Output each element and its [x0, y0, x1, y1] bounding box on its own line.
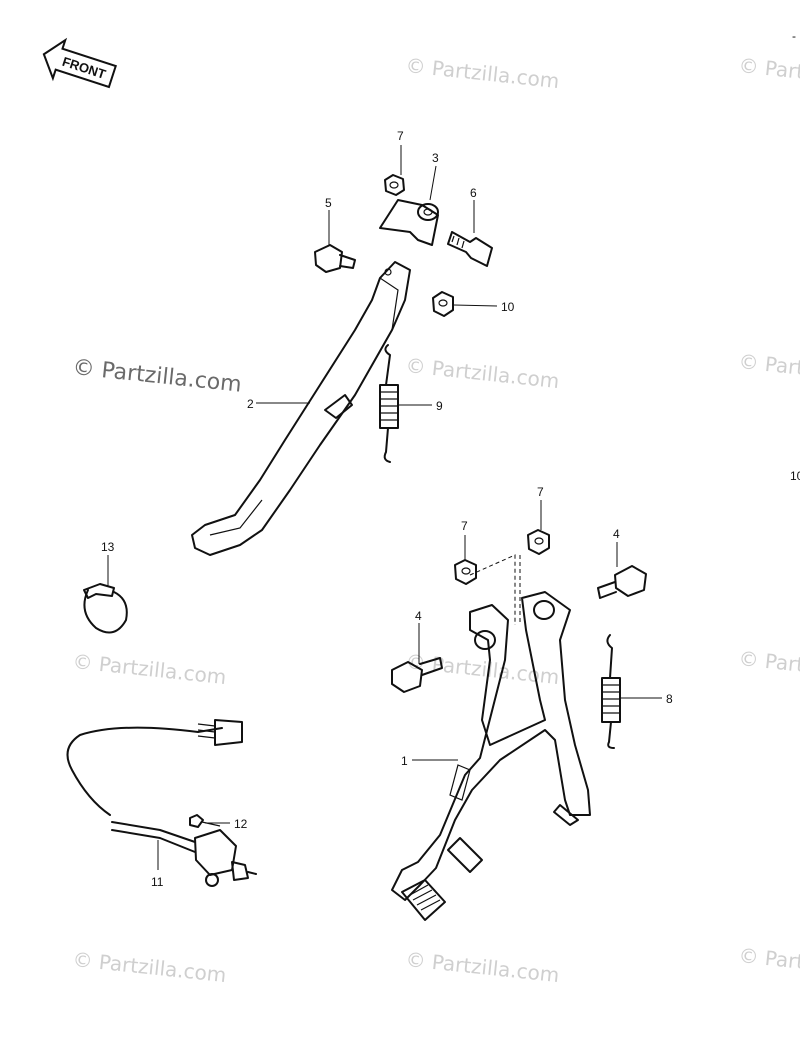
callout-numbers: 7 3 6 5 10 9 2 7 7 4 4 8 1 13 12 11	[101, 129, 673, 889]
center-stand-spring	[601, 634, 621, 749]
watermark: © Partzilla.com	[71, 947, 227, 987]
callout-9: 9	[436, 399, 443, 413]
side-stand-switch	[66, 719, 257, 887]
nut-10	[432, 291, 454, 317]
watermark: © Partzilla.com	[71, 649, 227, 689]
side-stand-bracket	[379, 199, 439, 246]
clamp-band	[83, 583, 128, 634]
callout-1: 1	[401, 754, 408, 768]
screw-12	[189, 814, 221, 828]
watermark: © Partzilla.com	[737, 646, 800, 686]
watermark: © Partzilla.com	[737, 53, 800, 93]
callout-7: 7	[461, 519, 468, 533]
watermark: © Partzilla.com	[404, 53, 560, 93]
nut-top	[384, 174, 405, 196]
callout-11: 11	[151, 875, 164, 889]
side-stand-spring	[379, 344, 399, 463]
callout-10: 10	[501, 300, 515, 314]
main-watermark: © Partzilla.com	[71, 355, 242, 398]
callout-4: 4	[613, 527, 620, 541]
watermark: © Partzilla.com	[404, 947, 560, 987]
callout-7: 7	[397, 129, 404, 143]
watermark: © Partzilla.com	[737, 349, 800, 389]
front-arrow-icon: FRONT	[42, 37, 117, 89]
bolt-6	[447, 231, 493, 267]
bolt-4-left	[391, 657, 443, 693]
bolt-5	[314, 244, 356, 273]
edge-mark-top: -	[792, 29, 796, 43]
callout-5: 5	[325, 196, 332, 210]
leader-lines	[107, 145, 662, 870]
callout-6: 6	[470, 186, 477, 200]
watermark: © Partzilla.com	[737, 943, 800, 983]
callout-3: 3	[432, 151, 439, 165]
edge-mark-right: 10	[790, 469, 800, 483]
callout-4: 4	[415, 609, 422, 623]
callout-12: 12	[234, 817, 248, 831]
callout-7: 7	[537, 485, 544, 499]
callout-13: 13	[101, 540, 115, 554]
side-stand	[191, 261, 411, 556]
nut-center-left	[454, 559, 477, 585]
bolt-4-right	[597, 565, 647, 599]
callout-8: 8	[666, 692, 673, 706]
center-stand	[391, 554, 591, 921]
nut-center-right	[527, 529, 550, 555]
callout-2: 2	[247, 397, 254, 411]
watermark: © Partzilla.com	[404, 353, 560, 393]
